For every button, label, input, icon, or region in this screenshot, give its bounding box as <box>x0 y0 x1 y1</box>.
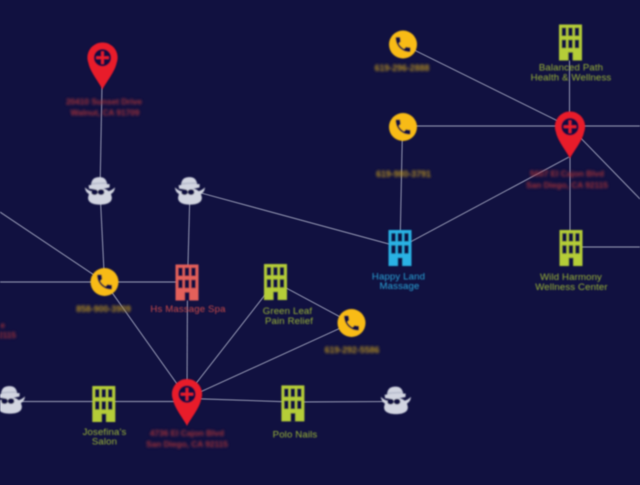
svg-text:619-980-3791: 619-980-3791 <box>376 169 431 179</box>
svg-text:Green Leaf: Green Leaf <box>263 306 313 317</box>
svg-text:Pain Relief: Pain Relief <box>265 316 313 327</box>
svg-text:619-292-5586: 619-292-5586 <box>325 345 380 355</box>
svg-text:4736 El Cajon Blvd: 4736 El Cajon Blvd <box>150 428 224 438</box>
svg-text:92115: 92115 <box>0 330 16 340</box>
svg-text:Health & Wellness: Health & Wellness <box>531 73 612 84</box>
svg-text:Wellness Center: Wellness Center <box>535 282 608 293</box>
svg-text:5607 El Cajon Blvd: 5607 El Cajon Blvd <box>530 169 604 179</box>
svg-text:Balanced Path: Balanced Path <box>539 63 603 74</box>
svg-text:Salon: Salon <box>92 437 117 448</box>
svg-text:Wild Harmony: Wild Harmony <box>540 272 602 283</box>
svg-text:20410 Sunset Drive: 20410 Sunset Drive <box>66 97 142 107</box>
svg-text:Hs Massage Spa: Hs Massage Spa <box>150 304 226 315</box>
svg-text:e: e <box>0 320 5 330</box>
svg-text:Josefina's: Josefina's <box>83 427 127 438</box>
svg-text:Polo Nails: Polo Nails <box>273 430 318 441</box>
svg-text:San Diego, CA 92115: San Diego, CA 92115 <box>146 439 228 449</box>
svg-text:Walnut, CA 91709: Walnut, CA 91709 <box>70 108 139 118</box>
svg-text:Happy Land: Happy Land <box>372 272 425 283</box>
svg-text:858-900-3909: 858-900-3909 <box>76 304 131 314</box>
svg-text:Massage: Massage <box>380 281 420 292</box>
svg-text:San Diego, CA 92115: San Diego, CA 92115 <box>526 180 608 190</box>
svg-text:619-296-2888: 619-296-2888 <box>375 63 430 73</box>
